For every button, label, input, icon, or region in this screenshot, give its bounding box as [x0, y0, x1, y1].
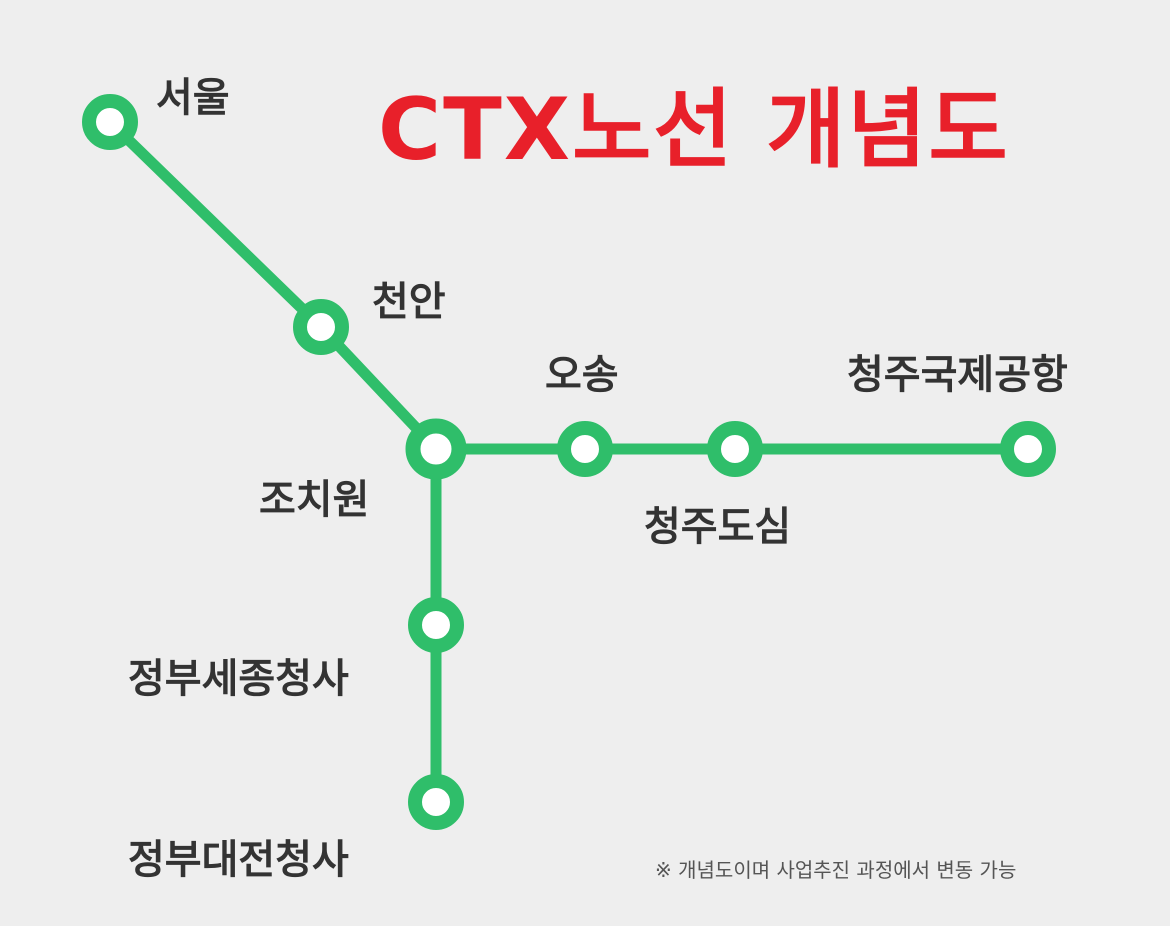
station-marker-sejong-complex	[408, 597, 464, 653]
station-label-cheongju-airport: 청주국제공항	[847, 352, 1068, 398]
station-label-sejong-complex: 정부세종청사	[128, 656, 349, 702]
station-label-jochiwon: 조치원	[259, 477, 370, 523]
station-marker-cheongju-downtown	[707, 421, 763, 477]
station-label-seoul: 서울	[156, 75, 230, 121]
station-marker-osong	[557, 421, 613, 477]
station-marker-daejeon-complex	[408, 774, 464, 830]
station-label-osong: 오송	[545, 352, 619, 398]
station-label-cheonan: 천안	[372, 279, 446, 325]
disclaimer-note: ※ 개념도이며 사업추진 과정에서 변동 가능	[655, 858, 1017, 882]
page-title: CTX노선 개념도	[378, 80, 1010, 180]
station-marker-jochiwon	[405, 418, 467, 480]
station-label-cheongju-downtown: 청주도심	[644, 504, 792, 550]
station-marker-cheonan	[293, 299, 349, 355]
line-segment-seoul-cheonan	[104, 116, 327, 333]
station-marker-cheongju-airport	[1000, 421, 1056, 477]
station-marker-seoul	[82, 94, 138, 150]
station-label-daejeon-complex: 정부대전청사	[128, 837, 349, 883]
